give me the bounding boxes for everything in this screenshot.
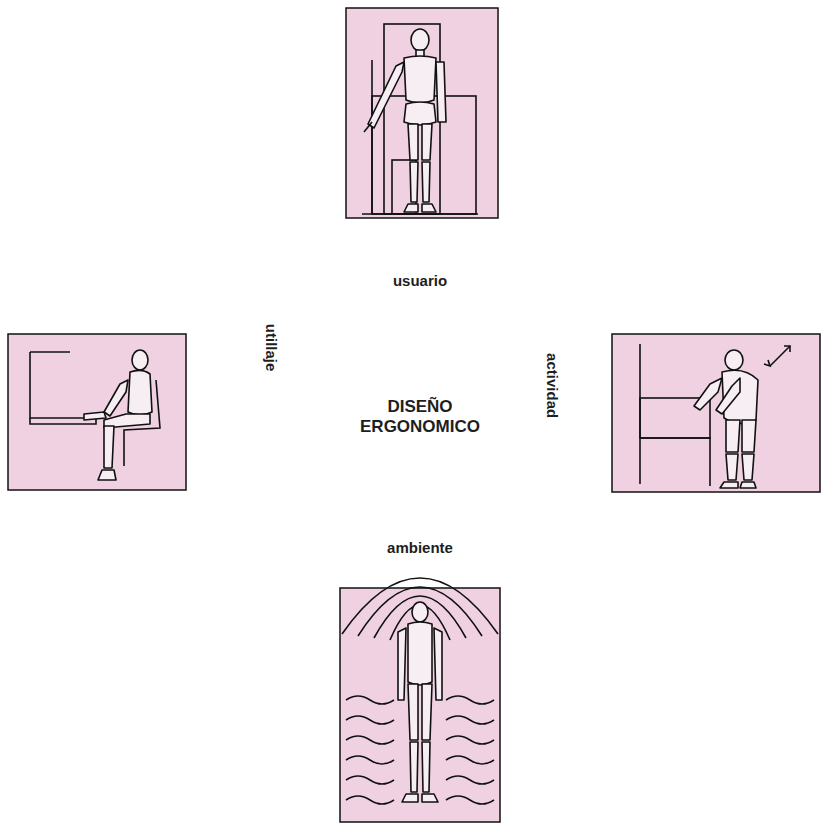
activity-band: actividad [502,118,822,718]
band-label: ambiente [387,539,453,556]
wave-line [446,736,494,744]
user-band: usuario [120,118,822,335]
wave-line [346,696,394,704]
environment-band: ambiente [120,500,822,718]
wave-line [346,736,394,744]
wave-line [446,756,494,764]
wave-line [446,796,494,804]
band-label: usuario [393,272,447,289]
centre-box: DISEÑO ERGONOMICO [338,335,502,500]
wave-line [346,796,394,804]
environment-figure [340,578,500,822]
tool-figure [8,334,186,490]
user-figure [346,8,498,218]
band-label: actividad [544,353,561,418]
wave-line [446,696,494,704]
band-shape [120,500,822,718]
tool-band: utillaje [120,118,338,718]
band-label: utillaje [263,324,280,372]
activity-figure [612,334,820,492]
band-shape [120,118,822,335]
wave-line [346,776,394,784]
band-shape [120,118,338,718]
wave-line [346,756,394,764]
wave-line [446,716,494,724]
wave-line [446,776,494,784]
centre-title: DISEÑO ERGONOMICO [345,397,495,436]
wave-line [346,716,394,724]
